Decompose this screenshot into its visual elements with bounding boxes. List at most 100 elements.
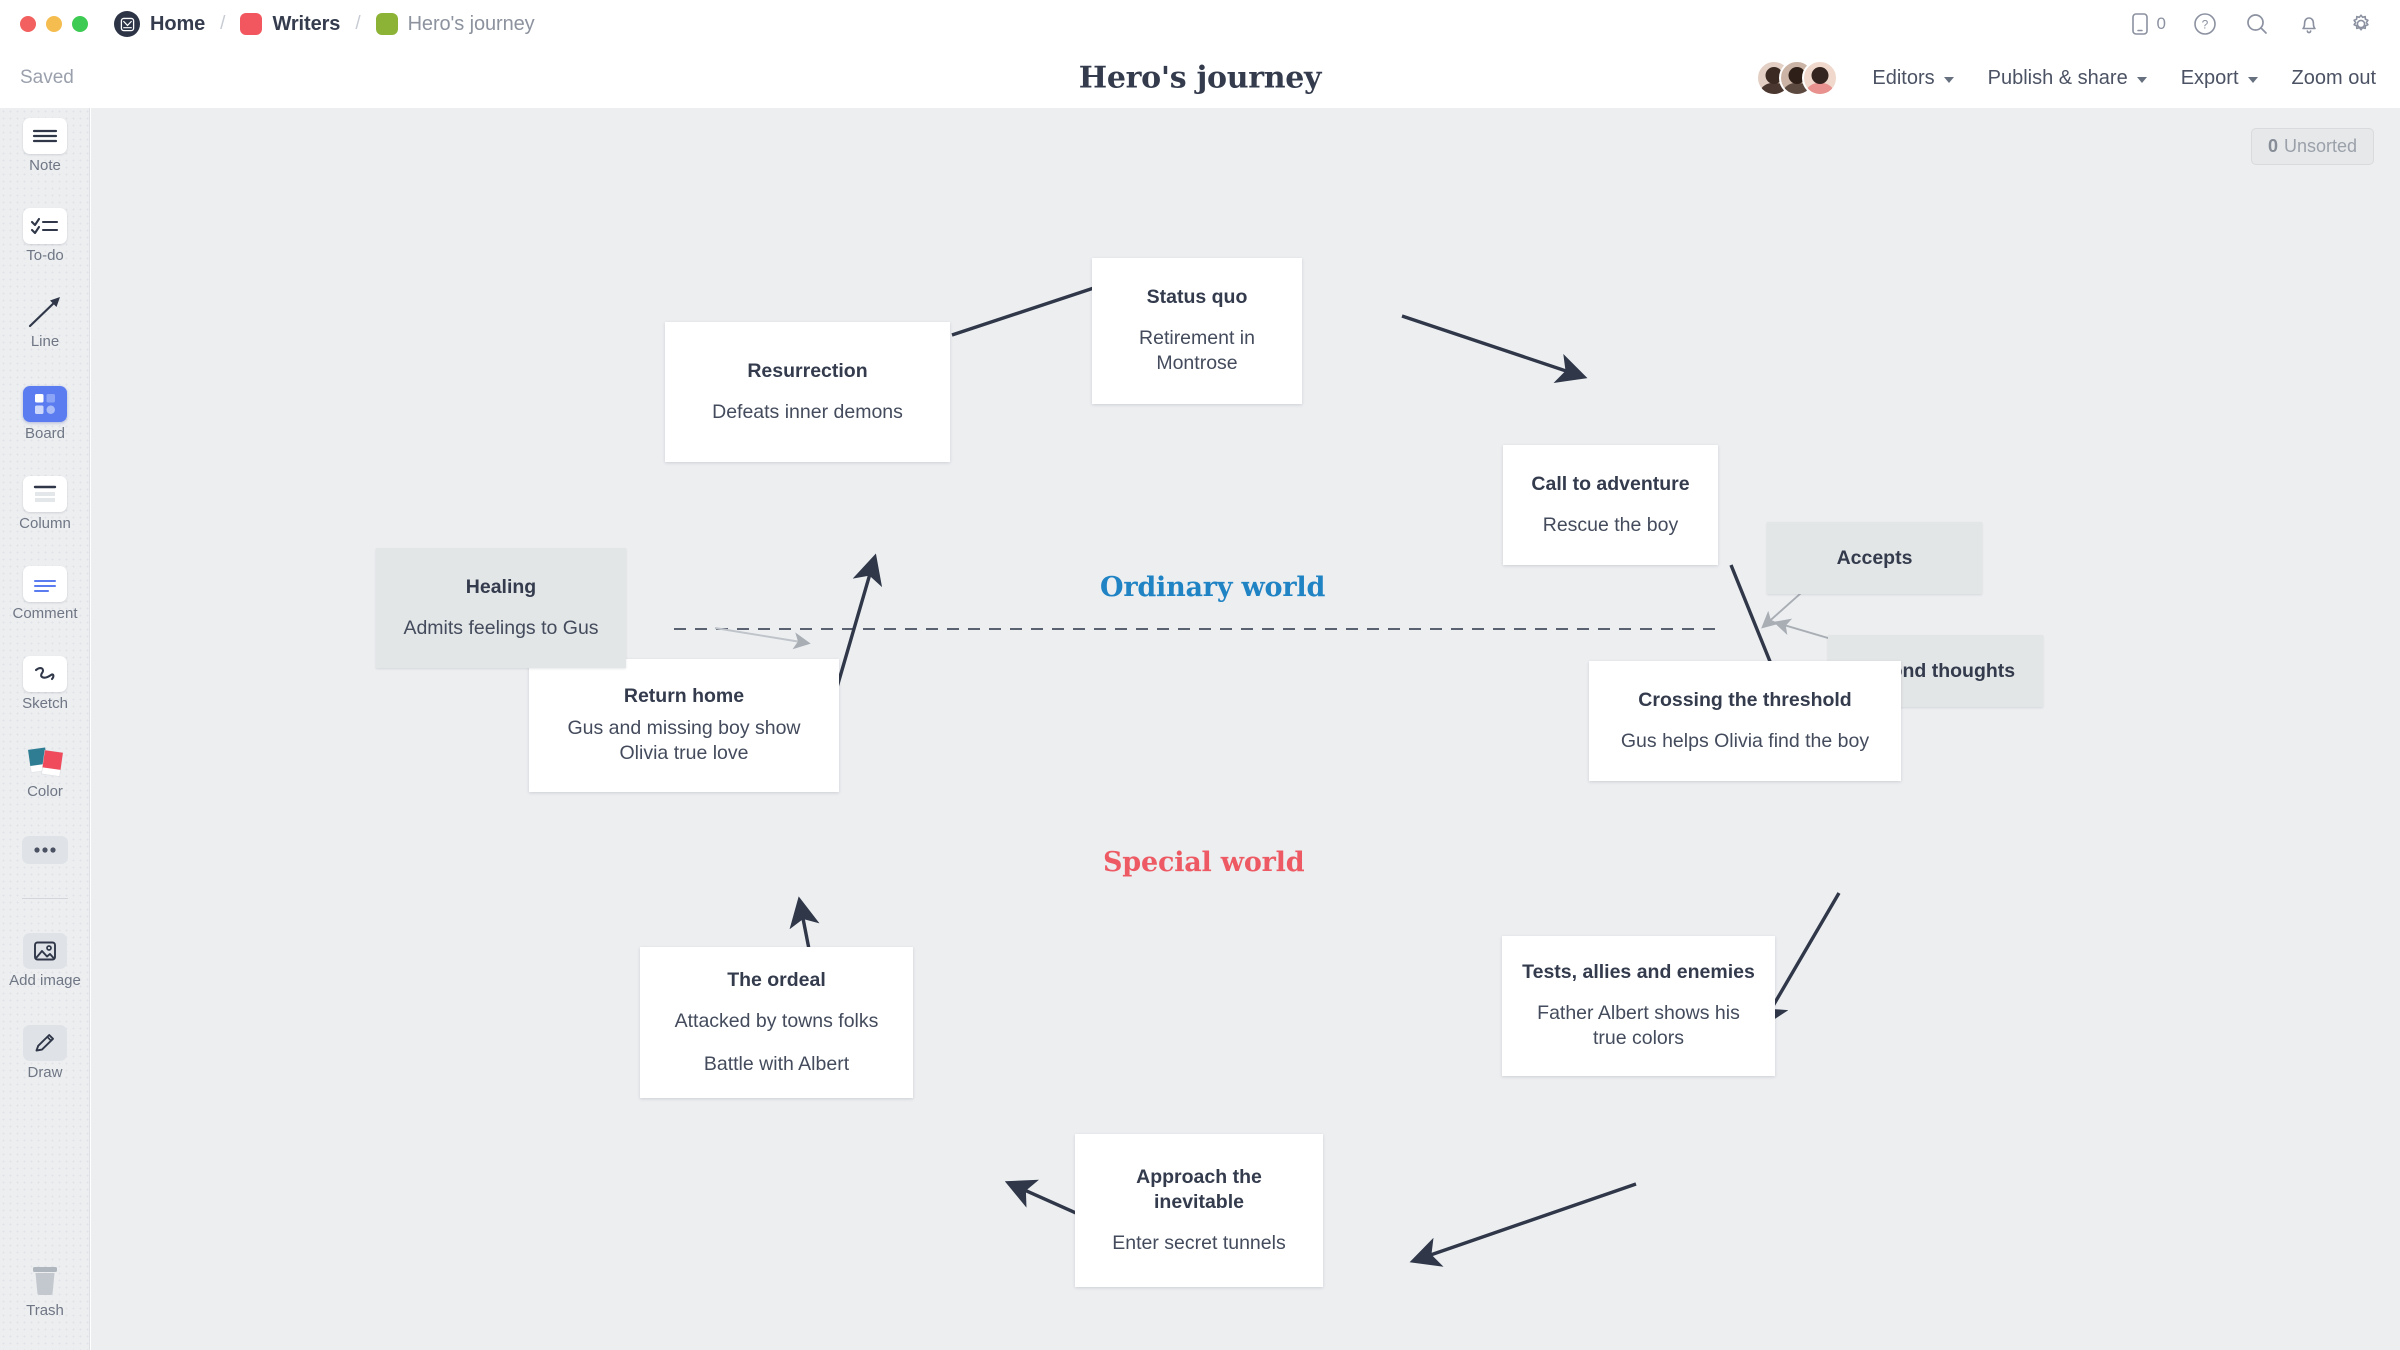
breadcrumb-label-home: Home: [150, 12, 206, 35]
sidebar-tool-line[interactable]: Line: [0, 294, 90, 351]
column-icon: [23, 476, 67, 512]
sidebar-tool-label: Sketch: [22, 695, 68, 712]
breadcrumb-item-current[interactable]: Hero's journey: [370, 13, 541, 36]
page-title[interactable]: Hero's journey: [1078, 60, 1322, 96]
card-title: Call to adventure: [1531, 472, 1690, 495]
card-healing[interactable]: Healing Admits feelings to Gus: [376, 548, 626, 668]
connector-healing-to-resurrection: [714, 627, 811, 650]
sidebar-tool-label: Add image: [9, 972, 81, 989]
card-title: The ordeal: [727, 968, 826, 991]
notifications-icon[interactable]: [2296, 11, 2322, 37]
mobile-count: 0: [2156, 14, 2166, 33]
editors-menu[interactable]: Editors: [1872, 66, 1954, 90]
color-icon: [23, 744, 67, 780]
close-window-button[interactable]: [20, 16, 36, 32]
window-titlebar: Home / Writers / Hero's journey 0 ?: [0, 0, 2400, 48]
sidebar-tool-label: Line: [30, 333, 60, 350]
board-color-dot-writers: [240, 13, 263, 35]
sidebar-tool-label: Comment: [12, 605, 78, 622]
card-call-to-adventure[interactable]: Call to adventure Rescue the boy: [1503, 445, 1718, 565]
settings-icon[interactable]: [2348, 11, 2374, 37]
card-body: Retirement in Montrose: [1139, 327, 1255, 375]
board-color-dot-current: [375, 13, 398, 35]
tools-sidebar: Note To-do Line: [0, 108, 90, 1350]
editor-avatars[interactable]: [1756, 60, 1839, 96]
document-toolbar: Saved Hero's journey Editors Publish & s…: [0, 48, 2400, 108]
sidebar-tool-add-image[interactable]: Add image: [0, 933, 90, 990]
card-title: Accepts: [1836, 546, 1913, 569]
connector-tests-to-approach: [1409, 1182, 1637, 1267]
card-body: Father Albert shows his true colors: [1537, 1002, 1740, 1050]
publish-label: Publish & share: [1987, 66, 2128, 89]
help-icon[interactable]: ?: [2192, 11, 2218, 37]
breadcrumb-label-writers: Writers: [272, 12, 341, 35]
sidebar-tool-todo[interactable]: To-do: [0, 208, 90, 265]
sidebar-tool-column[interactable]: Column: [0, 476, 90, 533]
breadcrumb-item-home[interactable]: Home: [108, 11, 211, 37]
breadcrumb: Home / Writers / Hero's journey: [108, 11, 541, 37]
world-label-ordinary[interactable]: Ordinary world: [1100, 572, 1326, 603]
svg-text:?: ?: [2202, 18, 2209, 32]
sidebar-tool-board[interactable]: Board: [0, 386, 90, 443]
world-label-special[interactable]: Special world: [1103, 847, 1305, 878]
card-body: Gus helps Olivia find the boy: [1620, 729, 1870, 752]
breadcrumb-separator-2: /: [355, 13, 361, 34]
sidebar-trash[interactable]: Trash: [0, 1263, 90, 1320]
card-body: Defeats inner demons: [712, 400, 903, 423]
mobile-app-button[interactable]: 0: [2129, 11, 2166, 37]
card-return-home[interactable]: Return home Gus and missing boy show Oli…: [529, 659, 839, 792]
avatar[interactable]: [1802, 60, 1839, 96]
publish-share-menu[interactable]: Publish & share: [1988, 67, 2147, 90]
document-toolbar-actions: Editors Publish & share Export Zoom out: [1756, 60, 2376, 96]
card-body: Admits feelings to Gus: [403, 616, 599, 639]
more-icon: [22, 836, 68, 864]
zoom-out-button[interactable]: Zoom out: [2292, 67, 2376, 90]
card-resurrection[interactable]: Resurrection Defeats inner demons: [665, 322, 950, 462]
sidebar-tool-more[interactable]: [0, 836, 90, 868]
card-body: Attacked by towns folks: [674, 1009, 879, 1032]
topbar-actions: 0 ?: [2129, 11, 2374, 37]
card-body: Rescue the boy: [1542, 513, 1679, 536]
search-icon[interactable]: [2244, 11, 2270, 37]
board-canvas[interactable]: 0 Unsorted: [91, 108, 2400, 1350]
card-accepts[interactable]: Accepts: [1767, 522, 1982, 594]
card-the-ordeal[interactable]: The ordeal Attacked by towns folks Battl…: [640, 947, 913, 1098]
maximize-window-button[interactable]: [72, 16, 88, 32]
unsorted-count: 0: [2267, 136, 2278, 156]
todo-icon: [23, 208, 67, 244]
card-tests-allies-and-enemies[interactable]: Tests, allies and enemies Father Albert …: [1502, 936, 1775, 1076]
sidebar-tool-color[interactable]: Color: [0, 744, 90, 801]
draw-icon: [23, 1025, 67, 1061]
sidebar-tool-label: Note: [29, 157, 61, 174]
breadcrumb-item-writers[interactable]: Writers: [234, 13, 346, 36]
mobile-icon: [2131, 13, 2148, 35]
sidebar-divider: [22, 898, 68, 899]
card-status-quo[interactable]: Status quo Retirement in Montrose: [1092, 258, 1302, 404]
add-image-icon: [23, 933, 67, 969]
comment-icon: [23, 566, 67, 602]
traffic-lights: [20, 16, 88, 32]
chevron-down-icon: [2247, 76, 2258, 83]
sidebar-tool-label: Draw: [27, 1064, 63, 1081]
milanote-logo-icon: [114, 11, 140, 37]
sidebar-tool-sketch[interactable]: Sketch: [0, 656, 90, 713]
export-menu[interactable]: Export: [2181, 67, 2258, 90]
card-title: Approach the inevitable: [1136, 1165, 1262, 1213]
card-crossing-the-threshold[interactable]: Crossing the threshold Gus helps Olivia …: [1589, 661, 1901, 781]
editors-label: Editors: [1872, 66, 1935, 89]
card-title: Status quo: [1146, 286, 1248, 309]
unsorted-badge[interactable]: 0 Unsorted: [2250, 128, 2374, 165]
card-title: Tests, allies and enemies: [1522, 961, 1755, 984]
line-icon: [23, 294, 67, 330]
sidebar-tool-label: Column: [19, 515, 71, 532]
sidebar-tool-note[interactable]: Note: [0, 118, 90, 175]
sidebar-tool-comment[interactable]: Comment: [0, 566, 90, 623]
unsorted-label: Unsorted: [2283, 136, 2357, 156]
minimize-window-button[interactable]: [46, 16, 62, 32]
card-title: Healing: [465, 575, 537, 598]
card-approach-the-inevitable[interactable]: Approach the inevitable Enter secret tun…: [1075, 1134, 1323, 1287]
sidebar-tool-draw[interactable]: Draw: [0, 1025, 90, 1082]
saved-status: Saved: [20, 67, 74, 88]
card-title: Crossing the threshold: [1638, 688, 1852, 711]
connector-status-quo-to-call: [1401, 314, 1588, 383]
